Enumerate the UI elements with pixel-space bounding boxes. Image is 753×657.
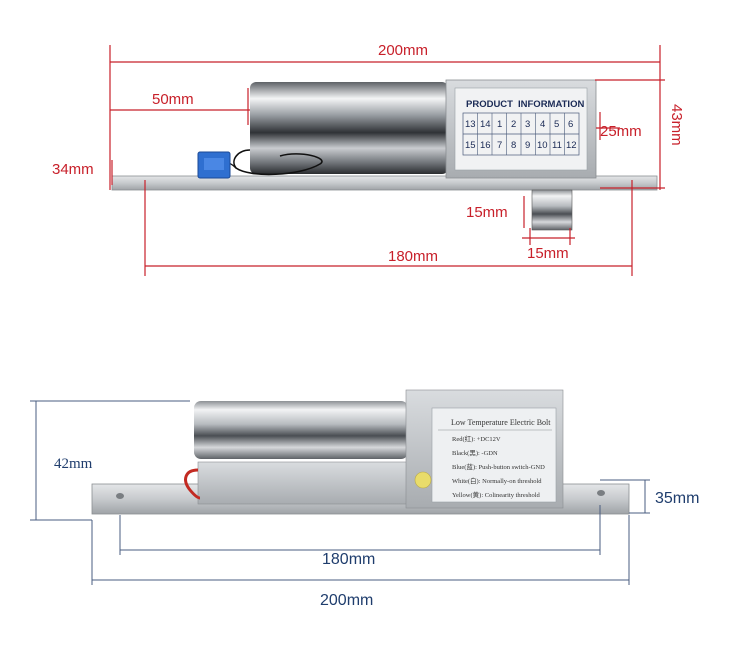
dim-34mm: 34mm <box>52 161 94 178</box>
dim-25mm: 25mm <box>600 123 642 140</box>
bottom-dimension-lines <box>30 400 650 585</box>
info-grid: 13 14 1 2 3 4 5 6 15 16 7 8 9 10 11 12 <box>462 112 580 156</box>
grid-cell: 2 <box>511 119 516 130</box>
dim-35mm: 35mm <box>655 490 699 507</box>
grid-cell: 16 <box>480 140 491 151</box>
dim-15mm-height: 15mm <box>466 204 508 221</box>
red-wire <box>184 468 201 500</box>
grid-cell: 11 <box>552 140 562 151</box>
dim-42mm: 42mm <box>54 456 93 472</box>
dim-15mm-width: 15mm <box>527 245 569 262</box>
label-line: Blue(蓝): Push-button switch-GND <box>452 462 545 471</box>
bottom-housing <box>197 461 429 505</box>
dim-180mm-top: 180mm <box>388 248 438 265</box>
grid-cell: 8 <box>511 140 516 151</box>
grid-cell: 6 <box>568 119 573 130</box>
grid-cell: 3 <box>525 119 530 130</box>
dim-50mm: 50mm <box>152 91 194 108</box>
top-wire <box>233 149 323 176</box>
grid-cell: 9 <box>525 140 530 151</box>
dim-200mm-top: 200mm <box>378 42 428 59</box>
info-title-right: INFORMATION <box>518 99 584 110</box>
grid-cell: 4 <box>540 119 545 130</box>
mount-hole-right <box>597 490 605 496</box>
grid-cell: 5 <box>554 119 559 130</box>
grid-cell: 10 <box>537 140 548 151</box>
bottom-cylinder <box>194 401 408 459</box>
label-line: Yellow(黄): Colinearity threshold <box>452 490 541 499</box>
mount-hole-left <box>116 493 124 499</box>
info-title-left: PRODUCT <box>466 99 513 110</box>
top-dimension-lines <box>109 45 665 276</box>
label-line: Red(红): +DC12V <box>452 434 501 443</box>
grid-cell: 1 <box>497 119 502 130</box>
top-cylinder <box>250 82 448 174</box>
grid-cell: 12 <box>566 140 577 151</box>
qc-sticker <box>414 471 432 489</box>
dim-200mm-bottom: 200mm <box>320 592 373 609</box>
grid-cell: 15 <box>465 140 476 151</box>
label-title: Low Temperature Electric Bolt <box>451 418 551 427</box>
top-bolt <box>531 189 573 231</box>
grid-cell: 13 <box>465 119 476 130</box>
label-line: White(白): Normally-on threshold <box>452 476 542 485</box>
grid-cell: 14 <box>480 119 491 130</box>
top-view: PRODUCT INFORMATION 13 14 1 2 3 4 5 6 15… <box>52 42 685 276</box>
bottom-view: Low Temperature Electric Bolt Red(红): +D… <box>30 389 699 609</box>
label-plate <box>431 407 557 503</box>
dim-43mm: 43mm <box>668 104 685 146</box>
grid-cell: 7 <box>497 140 502 151</box>
label-line: Black(黑): -GDN <box>452 449 498 457</box>
dim-180mm-bottom: 180mm <box>322 551 375 568</box>
